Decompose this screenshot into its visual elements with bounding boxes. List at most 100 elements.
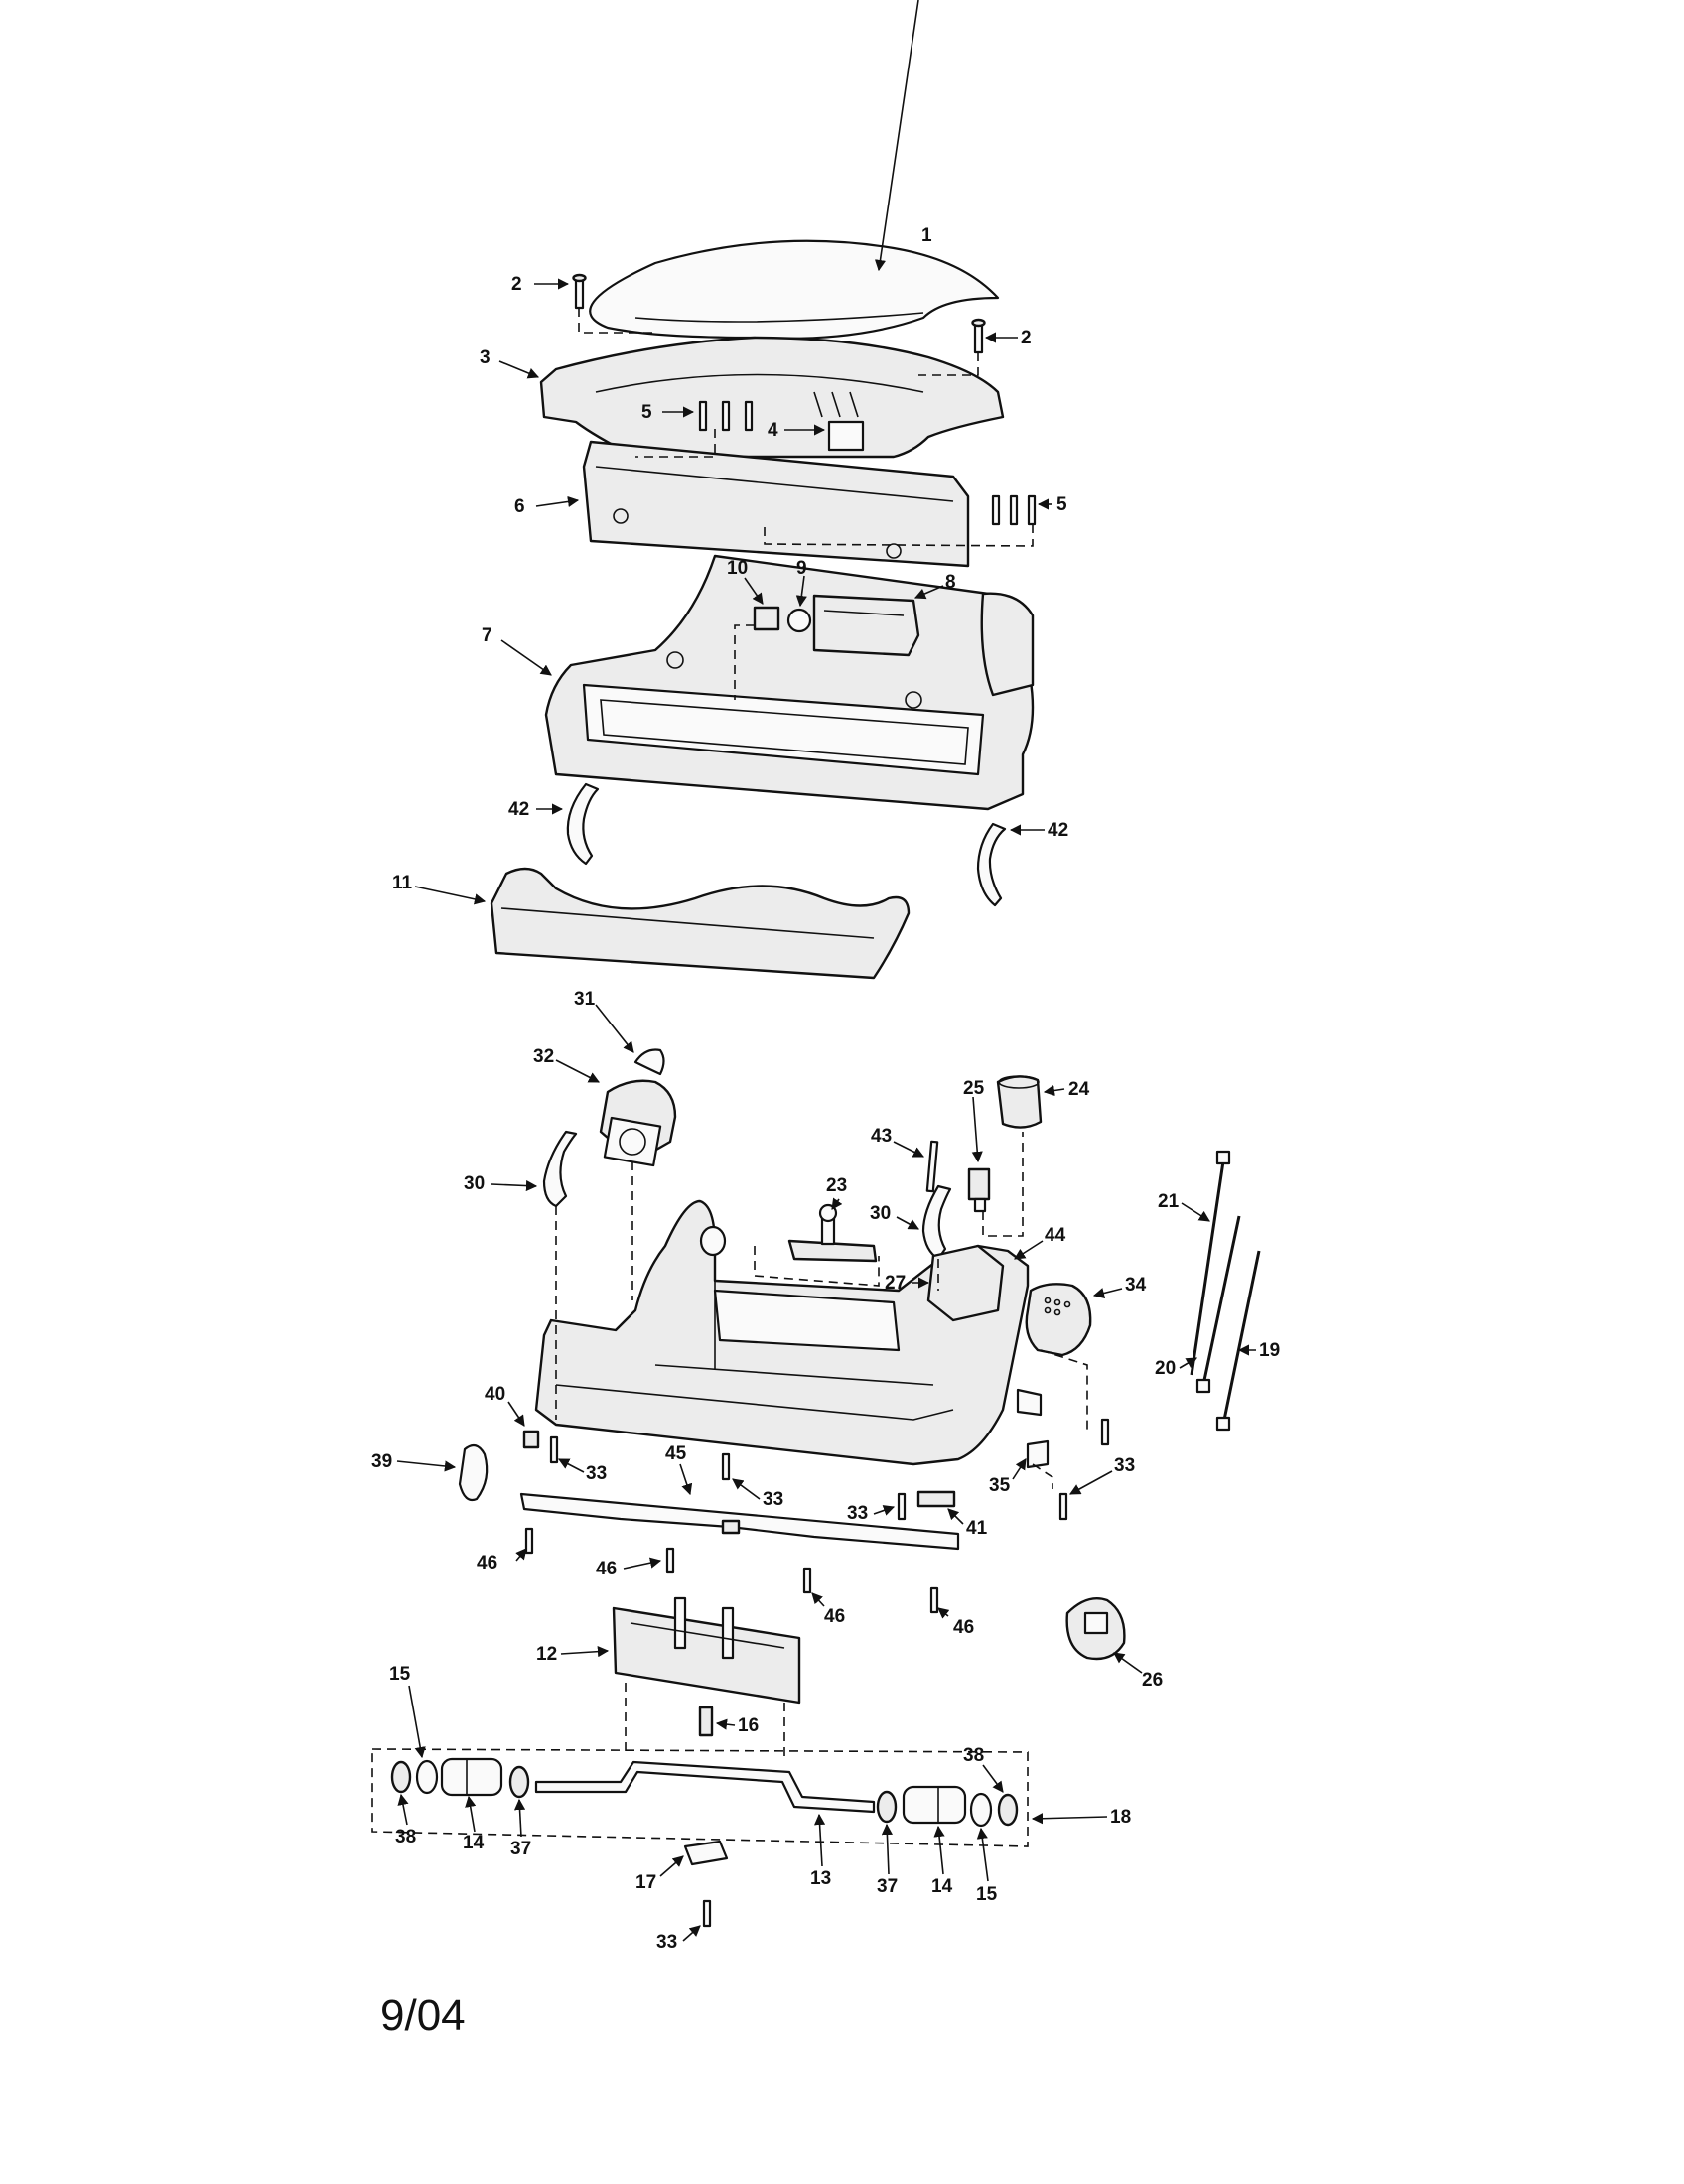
part-42-clip-left [566,782,600,866]
part-10-socket [753,606,780,631]
part-39-side-ring [458,1443,489,1502]
svg-text:15: 15 [389,1664,411,1685]
svg-text:46: 46 [824,1606,845,1627]
callout-5-right: 5 [1037,494,1067,515]
svg-text:14: 14 [463,1833,485,1853]
callout-12: 12 [536,1644,610,1665]
svg-text:33: 33 [847,1503,868,1524]
part-20-cable-tie [1195,1215,1241,1394]
svg-text:46: 46 [953,1617,974,1638]
callout-4: 4 [768,420,826,441]
part-31-ring [633,1048,665,1076]
callout-20: 20 [1155,1357,1197,1379]
part-26-wheel [1065,1596,1126,1661]
svg-text:9: 9 [796,558,807,579]
callout-33-e: 33 [656,1925,701,1953]
callout-40: 40 [485,1384,525,1427]
svg-text:42: 42 [1048,820,1068,841]
callout-33-b: 33 [732,1478,783,1510]
svg-text:41: 41 [966,1518,988,1539]
part-9-bulb [786,608,812,633]
part-17-plate [683,1840,729,1866]
svg-text:11: 11 [392,873,413,893]
callout-33-c: 33 [847,1503,896,1524]
svg-text:30: 30 [870,1203,891,1224]
part-7-main-housing [544,554,1035,811]
part-15-bearing-right [969,1792,993,1828]
callout-37-right: 37 [877,1823,898,1897]
svg-text:2: 2 [511,274,522,295]
svg-text:46: 46 [596,1559,617,1579]
callout-45: 45 [665,1443,693,1496]
svg-text:20: 20 [1155,1358,1176,1379]
part-41-connector [916,1490,956,1508]
svg-text:5: 5 [1056,494,1067,515]
part-46-screws [524,1527,939,1614]
part-27-motor [926,1244,1005,1322]
part-30-clip-left [542,1130,578,1208]
date-stamp: 9/04 [380,1991,466,2040]
callout-2-left: 2 [511,274,570,295]
callout-15-left: 15 [389,1664,426,1759]
svg-text:15: 15 [976,1884,998,1905]
part-33-screws [549,1418,1110,1928]
svg-text:33: 33 [763,1489,783,1510]
svg-text:2: 2 [1021,328,1032,348]
part-25-switch [967,1167,991,1213]
callout-23: 23 [826,1175,847,1210]
callout-24: 24 [1043,1079,1090,1100]
part-19-cable-tie [1215,1250,1261,1432]
svg-text:31: 31 [574,989,596,1010]
svg-text:7: 7 [482,625,492,646]
svg-text:46: 46 [477,1553,497,1573]
part-32-elbow [599,1079,677,1167]
callout-41: 41 [947,1508,988,1539]
callout-44: 44 [1014,1225,1066,1260]
callout-38-right: 38 [963,1745,1004,1793]
svg-text:1: 1 [921,225,932,246]
callout-43: 43 [871,1126,925,1158]
callout-32: 32 [533,1046,600,1083]
svg-text:35: 35 [989,1475,1011,1496]
callout-26: 26 [1113,1652,1163,1691]
callout-5-left: 5 [641,402,695,423]
part-43-rod [925,1140,939,1193]
svg-text:37: 37 [877,1876,898,1897]
callout-19: 19 [1237,1340,1280,1361]
part-11-bumper [490,867,911,980]
svg-text:38: 38 [395,1827,416,1847]
svg-text:6: 6 [514,496,525,517]
callout-37-left: 37 [510,1798,531,1859]
part-5-screws-left [698,400,754,432]
callout-31: 31 [574,989,634,1053]
svg-text:4: 4 [768,420,778,441]
svg-text:45: 45 [665,1443,687,1464]
callout-33-a: 33 [558,1458,607,1484]
svg-text:39: 39 [371,1451,392,1472]
callout-14-left: 14 [463,1795,485,1853]
svg-text:13: 13 [810,1868,831,1889]
callout-11: 11 [392,873,487,905]
part-14-roller-left [440,1757,503,1797]
svg-text:34: 34 [1125,1275,1147,1296]
svg-text:40: 40 [485,1384,505,1405]
callout-7: 7 [482,625,552,676]
svg-text:17: 17 [635,1872,656,1893]
svg-text:43: 43 [871,1126,892,1147]
svg-text:19: 19 [1259,1340,1280,1361]
callout-21: 21 [1158,1191,1210,1222]
part-5-screws-right [991,494,1037,526]
part-42-clip-right [976,822,1007,907]
callout-16: 16 [715,1715,759,1736]
part-1-top-cover [589,239,1000,340]
part-35-bracket [1016,1388,1050,1469]
parts-layer [371,239,1261,1928]
svg-text:33: 33 [1114,1455,1135,1476]
callout-46-a: 46 [477,1548,527,1573]
part-15-bearing-left [415,1759,439,1795]
part-6-front-panel [582,440,970,568]
callout-27: 27 [885,1273,930,1294]
callout-8: 8 [913,572,956,600]
part-3-hood [539,336,1005,459]
